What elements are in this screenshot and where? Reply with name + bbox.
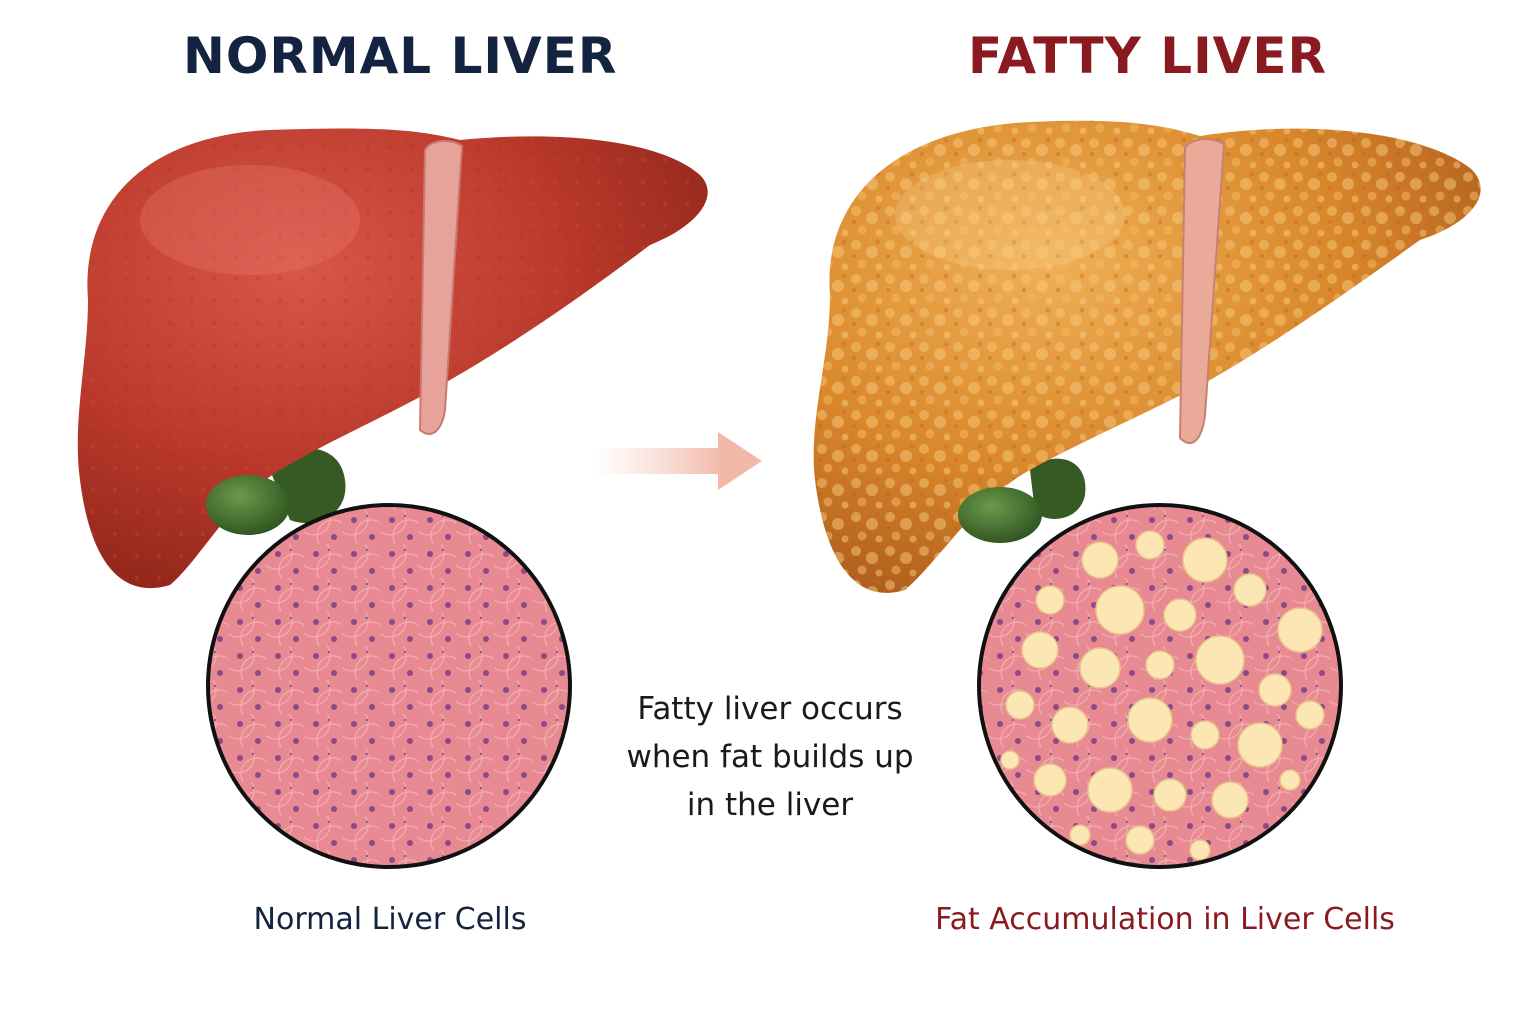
fatty-cells-tissue [980, 506, 1340, 866]
normal-falciform-ligament [418, 140, 464, 435]
normal-cells-tissue [209, 506, 569, 866]
fatty-gallbladder [958, 487, 1042, 543]
description-line: in the liver [686, 787, 854, 823]
normal-liver-texture [77, 128, 708, 589]
normal-gallbladder [206, 475, 290, 535]
fatty-liver-title: FATTY LIVER [968, 27, 1328, 85]
normal-cells-caption: Normal Liver Cells [253, 902, 527, 937]
description-line: when fat builds up [626, 739, 914, 775]
fat-droplets [1000, 530, 1325, 861]
fatty-cells-border [977, 503, 1343, 869]
fatty-liver-illustration [813, 120, 1481, 593]
fatty-liver-highlight [895, 160, 1125, 270]
normal-cells-magnifier [206, 503, 572, 869]
fatty-falciform-ligament [1178, 138, 1226, 444]
fatty-liver-gallbladder-back [1030, 458, 1086, 519]
fatty-cells-magnifier [977, 503, 1343, 869]
description-text: Fatty liver occurs when fat builds up in… [600, 685, 940, 829]
fatty-cells-caption: Fat Accumulation in Liver Cells [935, 902, 1395, 937]
transition-arrow [592, 432, 762, 490]
fatty-liver-mottling [813, 120, 1481, 593]
normal-liver-highlight [140, 165, 360, 275]
description-line: Fatty liver occurs [637, 691, 903, 727]
normal-cells-border [206, 503, 572, 869]
normal-liver-illustration [77, 128, 708, 589]
normal-liver-title: NORMAL LIVER [183, 27, 618, 85]
